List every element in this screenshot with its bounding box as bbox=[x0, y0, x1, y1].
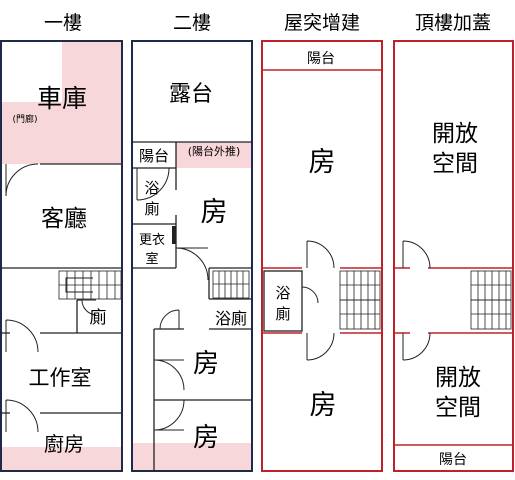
kitchen-highlight bbox=[2, 447, 121, 471]
room-label-bathroom-2f: 浴廁 bbox=[215, 309, 247, 328]
room-label-garage: 車庫 bbox=[37, 84, 87, 113]
outer-wall-rooftop-addition bbox=[261, 40, 383, 472]
room-label-bath-char: 浴 bbox=[144, 179, 159, 197]
room-label-dressing-2: 室 bbox=[145, 251, 158, 267]
room-label-rooftop-room-1: 房 bbox=[309, 147, 336, 178]
room-label-rooftop-bath-char: 浴 bbox=[275, 284, 290, 302]
room-label-toilet-char: 廁 bbox=[144, 200, 159, 218]
garage-unshaded-corner bbox=[2, 42, 62, 102]
room-label-balcony-2f: 陽台 bbox=[139, 147, 169, 165]
room-label-porch: (門廊) bbox=[12, 113, 37, 125]
outer-wall-2f bbox=[131, 40, 253, 472]
plan-top-extension: 開放 空間 開放 空間 陽台 bbox=[393, 40, 514, 472]
plan-1f: 車庫 (門廊) 客廳 廁 工作室 廚房 bbox=[0, 40, 123, 472]
balcony-extension-highlight bbox=[176, 142, 251, 168]
outer-wall-top-extension bbox=[393, 40, 514, 472]
floor-title-rooftop-addition: 屋突增建 bbox=[284, 12, 360, 34]
room-label-rooftop-toilet-char: 廁 bbox=[275, 305, 290, 323]
room-label-balcony-rooftop: 陽台 bbox=[307, 51, 335, 67]
room-label-open-space-2a: 開放 bbox=[435, 365, 481, 391]
room-label-open-space-1b: 空間 bbox=[432, 151, 478, 177]
outer-wall-1f bbox=[0, 40, 123, 472]
room-label-open-space-1a: 開放 bbox=[432, 121, 478, 147]
room-label-living-room: 客廳 bbox=[41, 206, 87, 232]
room-label-toilet-1f: 廁 bbox=[90, 307, 107, 328]
plan-rooftop-addition: 陽台 房 浴 廁 房 bbox=[261, 40, 383, 472]
room-label-balcony-extension: (陽台外推) bbox=[188, 144, 241, 158]
plan-2f: 露台 陽台 (陽台外推) 浴 廁 房 更衣 室 浴廁 房 房 bbox=[131, 40, 253, 472]
floor-title-2f: 二樓 bbox=[173, 12, 211, 34]
room-label-bedroom-1: 房 bbox=[201, 197, 228, 228]
floor-title-1f: 一樓 bbox=[44, 12, 82, 34]
room-label-rooftop-room-2: 房 bbox=[310, 390, 337, 421]
room-label-bedroom-3: 房 bbox=[193, 423, 219, 453]
floor-title-rooftop-extension: 頂樓加蓋 bbox=[415, 12, 491, 34]
room-label-bedroom-2: 房 bbox=[193, 349, 219, 379]
room3-highlight bbox=[133, 443, 251, 471]
wardrobe-door-mark bbox=[172, 226, 176, 244]
room-label-workroom: 工作室 bbox=[29, 366, 92, 390]
room-label-balcony-top: 陽台 bbox=[439, 452, 467, 468]
room-label-dressing-1: 更衣 bbox=[139, 232, 165, 248]
room-label-terrace: 露台 bbox=[169, 82, 213, 107]
room-label-open-space-2b: 空間 bbox=[435, 395, 481, 421]
room-label-kitchen: 廚房 bbox=[44, 432, 84, 456]
